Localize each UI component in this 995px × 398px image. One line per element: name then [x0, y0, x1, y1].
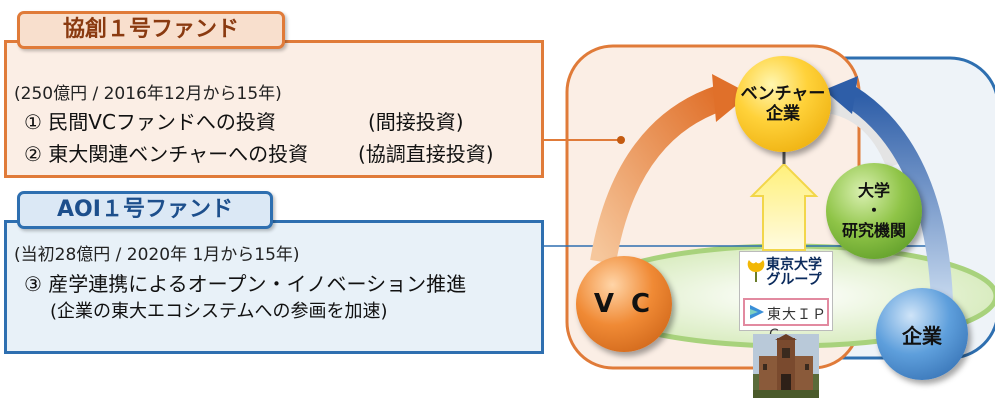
fund1-item-2-type: (協調直接投資) — [358, 142, 494, 166]
corporate-node: 企業 — [876, 288, 968, 380]
fund1-subtitle: (250億円 / 2016年12月から15年) — [14, 84, 282, 104]
vc-to-venture-arrow — [590, 85, 725, 265]
utokyo-ipc-logo: 東大ＩＰＣ — [743, 298, 829, 343]
fund2-item-1: ③ 産学連携によるオープン・イノベーション推進 — [24, 272, 467, 296]
venture-company-node: ベンチャー 企業 — [735, 56, 831, 152]
fund1-connector-dot — [617, 136, 625, 144]
corp-to-venture-arrow — [843, 86, 953, 301]
corp-arrowhead — [824, 76, 858, 114]
fund2-panel — [4, 220, 544, 354]
up-arrow — [749, 162, 819, 251]
vc-node: V C — [576, 256, 672, 352]
fund2-item-2: (企業の東大エコシステムへの参画を加速) — [50, 301, 388, 322]
fund1-item-1: ① 民間VCファンドへの投資 — [24, 110, 276, 134]
utokyo-group-label: 東京大学 グループ — [766, 257, 822, 288]
utokyo-group-logo: 東京大学 グループ — [746, 256, 830, 294]
venture-company-label: ベンチャー 企業 — [740, 84, 826, 124]
fund2-title: AOI１号ファンド — [17, 191, 273, 229]
vc-label: V C — [593, 289, 655, 319]
fund2-subtitle: (当初28億円 / 2020年 1月から15年) — [14, 245, 300, 265]
vc-arrowhead — [712, 74, 750, 122]
yasuda-auditorium-image — [753, 334, 819, 398]
utokyo-group-logo-card: 東京大学 グループ 東大ＩＰＣ — [739, 251, 833, 343]
university-label: 大学 ・ 研究機関 — [841, 181, 906, 240]
ginkgo-icon — [747, 260, 765, 282]
university-node: 大学 ・ 研究機関 — [826, 163, 922, 259]
fund1-title: 協創１号ファンド — [17, 11, 285, 49]
ipc-mark-icon — [750, 305, 764, 319]
corporate-label: 企業 — [902, 323, 942, 348]
fund1-item-1-type: (間接投資) — [368, 110, 464, 134]
fund1-item-2: ② 東大関連ベンチャーへの投資 — [24, 142, 309, 166]
